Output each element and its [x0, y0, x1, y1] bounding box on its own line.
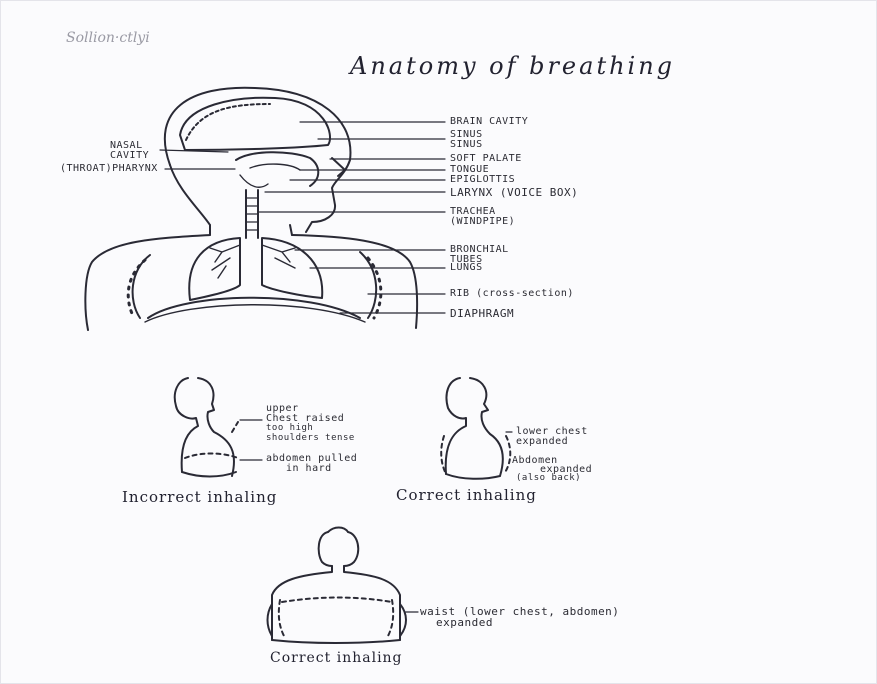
label-trachea-2: (WINDPIPE) [450, 217, 515, 227]
label-diaphragm: DIAPHRAGM [450, 308, 514, 319]
label-lower-chest-2: expanded [516, 437, 568, 447]
caption-correct-inhaling-front: Correct inhaling [270, 650, 403, 666]
label-brain-cavity: BRAIN CAVITY [450, 117, 528, 127]
torso-outline [85, 235, 210, 330]
caption-incorrect-inhaling: Incorrect inhaling [122, 488, 277, 506]
label-soft-palate: SOFT PALATE [450, 154, 522, 164]
correct-front-figure [268, 528, 419, 644]
caption-correct-inhaling-side: Correct inhaling [396, 486, 537, 504]
label-sinus-2: SINUS [450, 140, 483, 150]
correct-figure [441, 378, 512, 479]
label-waist-2: expanded [436, 617, 493, 628]
label-throat-pharynx: (THROAT)PHARYNX [60, 164, 158, 174]
label-rib: RIB (cross-section) [450, 289, 574, 299]
label-upper-3: too high [266, 424, 313, 433]
label-abdomen-expanded-3: (also back) [516, 474, 581, 483]
label-lungs: LUNGS [450, 263, 483, 273]
label-larynx: LARYNX (VOICE BOX) [450, 187, 578, 198]
brain-cavity [180, 98, 330, 150]
incorrect-figure [175, 378, 262, 477]
label-epiglottis: EPIGLOTTIS [450, 175, 515, 185]
label-nasal-2: CAVITY [110, 151, 149, 161]
diaphragm [148, 298, 360, 318]
label-upper-4: shoulders tense [266, 434, 355, 443]
rib-cage [133, 255, 150, 318]
label-abdomen-pulled-2: in hard [286, 464, 332, 474]
